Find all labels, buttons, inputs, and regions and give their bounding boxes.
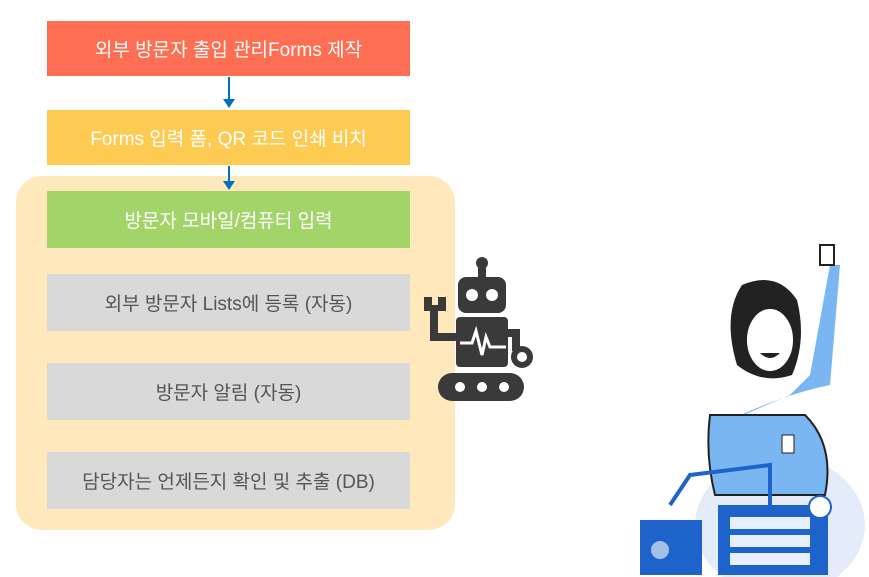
robot-icon (424, 257, 533, 401)
step-visitor-input: 방문자 모바일/컴퓨터 입력 (47, 191, 410, 248)
step-label: 방문자 모바일/컴퓨터 입력 (124, 211, 333, 232)
step-label: 담당자는 언제든지 확인 및 추출 (DB) (82, 472, 375, 493)
step-visitor-notify: 방문자 알림 (자동) (47, 363, 410, 420)
arrow-connector (223, 77, 235, 108)
step-label: 방문자 알림 (자동) (155, 383, 302, 404)
step-manager-check: 담당자는 언제든지 확인 및 추출 (DB) (47, 452, 410, 509)
step-label: 외부 방문자 Lists에 등록 (자동) (104, 294, 353, 315)
step-create-forms: 외부 방문자 출입 관리Forms 제작 (47, 21, 410, 76)
step-label: 외부 방문자 출입 관리Forms 제작 (94, 40, 363, 61)
step-forms-qr: Forms 입력 폼, QR 코드 인쇄 비치 (47, 110, 410, 165)
woman-with-dashboard-illustration (640, 244, 865, 577)
step-label: Forms 입력 폼, QR 코드 인쇄 비치 (90, 129, 367, 150)
arrow-connector (223, 166, 235, 190)
step-register-lists: 외부 방문자 Lists에 등록 (자동) (47, 274, 410, 331)
